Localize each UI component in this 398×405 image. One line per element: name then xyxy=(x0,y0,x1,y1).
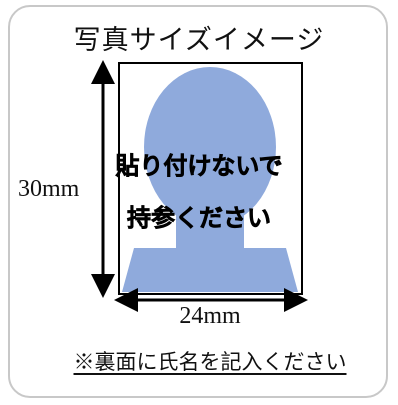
person-silhouette-icon xyxy=(122,67,298,292)
width-label: 24mm xyxy=(179,303,241,329)
backside-note: ※裏面に氏名を記入ください xyxy=(73,350,347,374)
instruction-line-1: 貼り付けないで xyxy=(115,152,283,181)
height-label: 30mm xyxy=(18,176,80,202)
instruction-line-2: 持参ください xyxy=(127,204,272,233)
page-title: 写真サイズイメージ xyxy=(73,25,325,56)
